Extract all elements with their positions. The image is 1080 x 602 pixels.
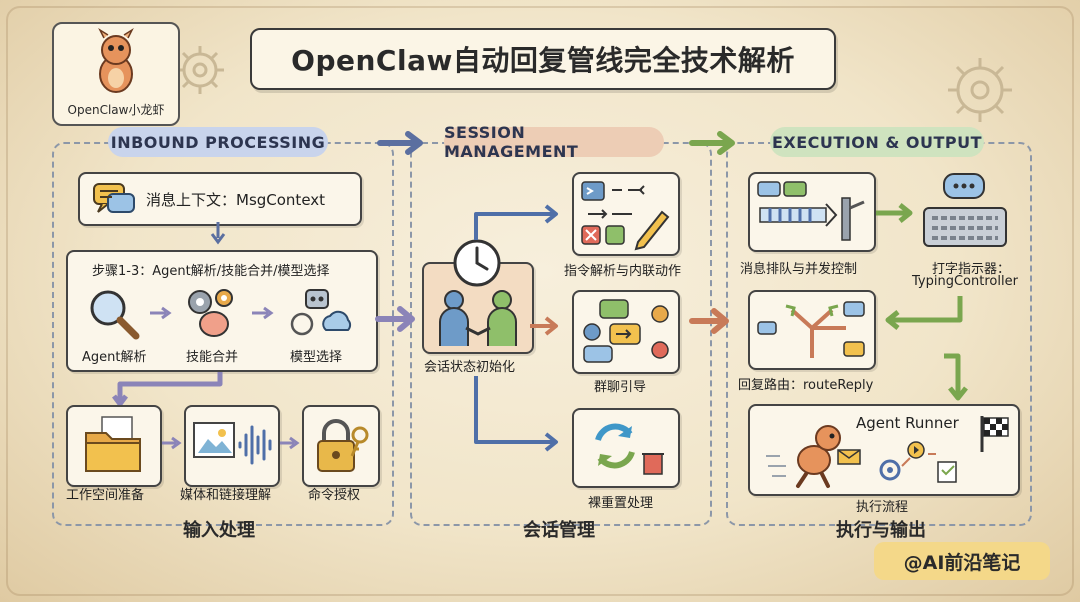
runner-label: Agent Runner: [856, 414, 959, 432]
arrow-right-a: [150, 306, 172, 320]
runner-flow-icon: [879, 441, 957, 483]
gear-icon: [176, 46, 224, 94]
queue-box: [748, 172, 876, 252]
route-arrows-icon: [757, 301, 865, 358]
lock-key-icon: [317, 419, 369, 472]
session-section-label: 会话管理: [523, 520, 595, 541]
command-terminal-icon: [581, 181, 670, 251]
chat-bubble-icon: [93, 183, 135, 213]
msg-context-box: 消息上下文：MsgContext: [78, 172, 362, 226]
group-label: 群聊引导: [594, 380, 647, 395]
title-banner: OpenClaw自动回复管线完全技术解析: [250, 28, 836, 90]
route-label: 回复路由：routeReply: [738, 378, 874, 393]
handshake-icon: [439, 290, 517, 346]
checkered-flag-icon: [980, 416, 1009, 452]
steps-title: 步骤1-3：Agent解析/技能合并/模型选择: [92, 264, 330, 279]
step-agent-label: Agent解析: [82, 350, 147, 365]
page-title: OpenClaw自动回复管线完全技术解析: [291, 44, 795, 77]
arrow-down-1: [210, 222, 226, 245]
dragon-mascot-icon: [98, 27, 134, 93]
group-chat-icon: [583, 299, 669, 363]
session-init-box: [422, 262, 534, 354]
inbound-section-label: 输入处理: [183, 520, 255, 541]
dragon-runner-icon: [766, 425, 861, 488]
arrow-inbound-session: [375, 306, 415, 332]
route-box: [748, 290, 876, 370]
arrow-session-execution: [689, 308, 729, 334]
arrow-right-b: [252, 306, 274, 320]
inbound-banner: INBOUND PROCESSING: [108, 127, 328, 157]
workspace-label: 工作空间准备: [66, 488, 145, 503]
banner-arrow-2: [689, 131, 735, 155]
media-wave-icon: [193, 422, 272, 465]
clock-icon: [453, 239, 501, 287]
auth-label: 命令授权: [308, 488, 361, 503]
arrow-queue-typing: [876, 203, 913, 223]
flow-label: 执行流程: [856, 500, 909, 515]
execution-section-label: 执行与输出: [836, 520, 926, 541]
arrow-right-c: [162, 436, 182, 450]
typing-sub-label: TypingController: [912, 274, 1018, 289]
queue-label: 消息排队与并发控制: [740, 262, 858, 277]
refresh-trash-icon: [595, 423, 664, 475]
folder-icon: [85, 416, 141, 472]
arrow-down-curve: [112, 372, 223, 407]
logo-label: OpenClaw小龙虾: [67, 103, 165, 117]
command-box: [572, 172, 680, 256]
robot-cloud-icon: [290, 289, 352, 336]
logo-badge: OpenClaw小龙虾: [52, 22, 180, 126]
media-label: 媒体和链接理解: [180, 488, 272, 503]
arrow-right-d: [280, 436, 300, 450]
command-label: 指令解析与内联动作: [564, 264, 682, 279]
keyboard-icon: [923, 173, 1007, 247]
branch-arrows: [474, 204, 558, 452]
gear-icon: [948, 58, 1012, 122]
step-model-label: 模型选择: [290, 350, 343, 365]
gears-brain-icon: [188, 289, 233, 337]
msg-context-label: 消息上下文：MsgContext: [146, 191, 326, 209]
workspace-box: [66, 405, 162, 487]
reset-label: 裸重置处理: [588, 496, 654, 511]
arrow-typing-route: [885, 296, 963, 330]
banner-arrow-1: [377, 131, 423, 155]
session-banner: SESSION MANAGEMENT: [444, 123, 664, 161]
steps-box: 步骤1-3：Agent解析/技能合并/模型选择 Agent解析 技能合并 模型选…: [66, 250, 378, 372]
media-box: [184, 405, 280, 487]
reset-box: [572, 408, 680, 488]
queue-turnstile-icon: [757, 181, 865, 241]
step-skills-label: 技能合并: [186, 350, 239, 365]
arrow-route-runner: [944, 353, 968, 401]
author-credit: @AI前沿笔记: [874, 542, 1050, 580]
magnifier-icon: [90, 290, 140, 340]
auth-box: [302, 405, 380, 487]
session-init-label: 会话状态初始化: [424, 360, 516, 375]
runner-box: Agent Runner: [748, 404, 1020, 496]
group-box: [572, 290, 680, 374]
execution-banner: EXECUTION & OUTPUT: [770, 127, 984, 157]
typing-label: 打字指示器：: [932, 262, 1011, 277]
